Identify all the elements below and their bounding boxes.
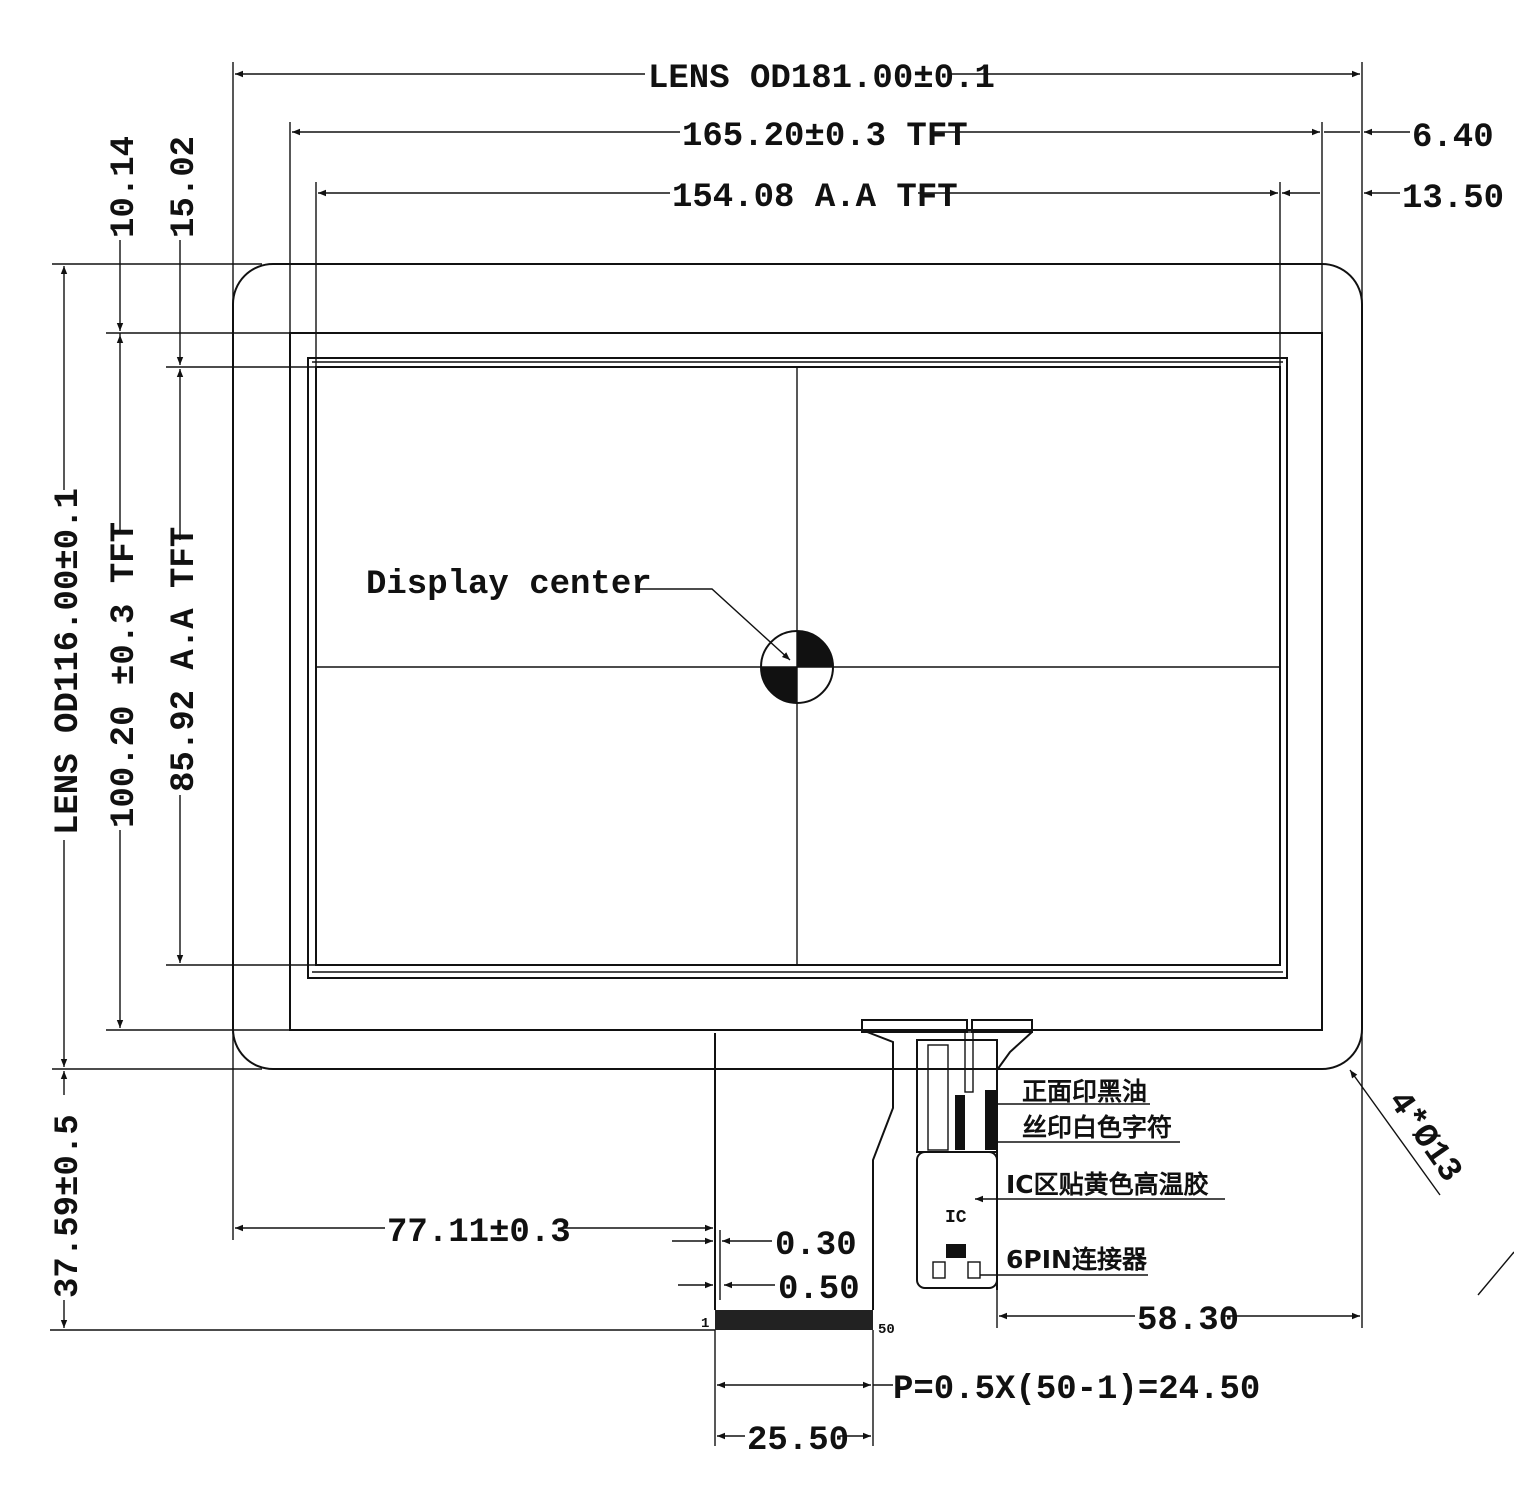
- note-6pin-connector: 6PIN连接器: [1006, 1245, 1148, 1274]
- dim-lens-height: LENS OD116.00±0.1: [50, 488, 88, 835]
- active-area: [315, 366, 1281, 966]
- note-white-print: 丝印白色字符: [1022, 1113, 1172, 1142]
- pin-last-label: 50: [878, 1322, 895, 1338]
- dim-aa-width: 154.08 A.A TFT: [672, 179, 958, 217]
- ic-label: IC: [945, 1208, 967, 1228]
- dim-right-offset-1: 6.40: [1412, 119, 1494, 157]
- display-center-icon: [760, 630, 834, 704]
- dim-tail-length: 37.59±0.5: [50, 1114, 88, 1298]
- dim-corner: 4*Ø13: [1379, 1085, 1469, 1190]
- display-center-label: Display center: [366, 566, 652, 604]
- bezel-outline: [307, 357, 1288, 979]
- dim-tft-height: 100.20 ±0.3 TFT: [106, 522, 144, 828]
- fpc-tail: [714, 1019, 1033, 1330]
- tft-outline: [289, 332, 1323, 1031]
- dim-connector-offset: 58.30: [1137, 1302, 1239, 1340]
- fpc-contact-pins: [715, 1310, 873, 1330]
- dim-tft-width: 165.20±0.3 TFT: [682, 118, 968, 156]
- dim-tail-position: 77.11±0.3: [387, 1214, 571, 1252]
- note-black-ink: 正面印黑油: [1022, 1077, 1147, 1106]
- note-ic-tape: IC区贴黄色高温胶: [1006, 1170, 1209, 1199]
- dim-pin-gap: 0.50: [778, 1271, 860, 1309]
- dim-tail-width: 25.50: [747, 1422, 849, 1460]
- dim-top-offset-2: 15.02: [166, 136, 204, 238]
- dim-right-offset-2: 13.50: [1402, 180, 1504, 218]
- dim-pitch: P=0.5X(50-1)=24.50: [893, 1371, 1260, 1409]
- dim-lens-width: LENS OD181.00±0.1: [648, 60, 995, 98]
- dim-aa-height: 85.92 A.A TFT: [166, 527, 204, 792]
- dim-top-offset-1: 10.14: [106, 136, 144, 238]
- dim-pin-width: 0.30: [775, 1227, 857, 1265]
- pin-first-label: 1: [701, 1316, 709, 1332]
